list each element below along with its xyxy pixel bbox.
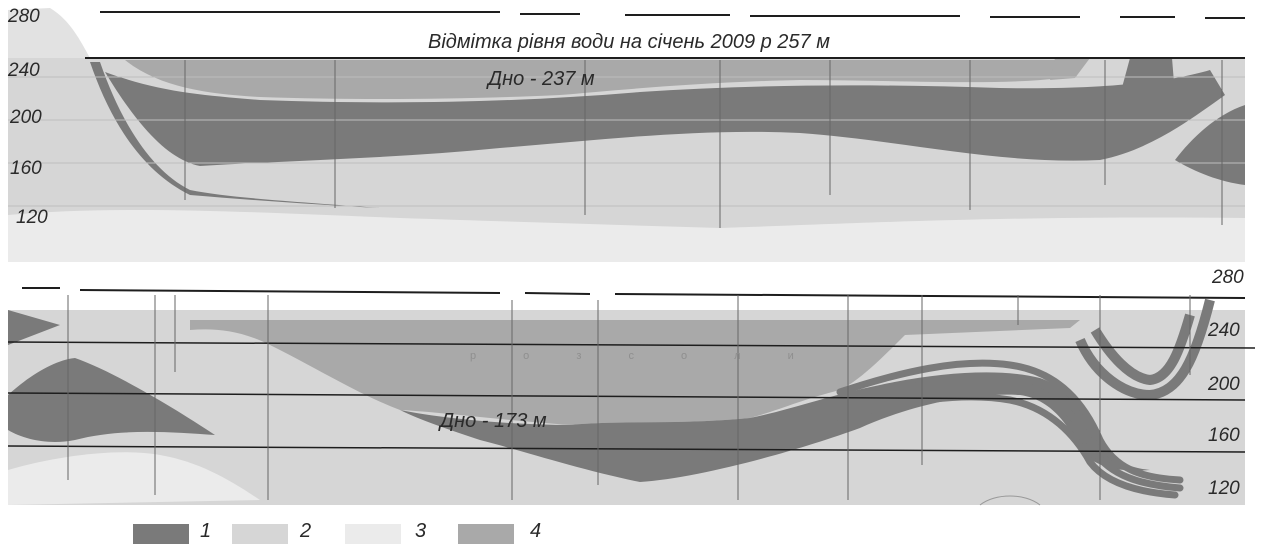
bottom-cross-section (7, 287, 1256, 506)
top-y-tick-280: 280 (8, 6, 40, 27)
top-y-tick-120: 120 (16, 207, 48, 228)
legend-label-4: 4 (530, 520, 542, 542)
legend-swatch-2 (232, 524, 288, 544)
bottom-y-tick-280: 280 (1212, 267, 1244, 288)
top-layer-1-left-slope (90, 62, 380, 208)
bottom-syncline (1075, 298, 1215, 401)
top-water-level-label: Відмітка рівня води на січень 2009 р 257… (428, 31, 830, 53)
legend-swatch-4 (458, 524, 514, 544)
bottom-layer-1-left-lens (8, 358, 215, 442)
bottom-boreholes (67, 295, 1191, 500)
bottom-y-tick-120: 120 (1208, 478, 1240, 499)
bottom-bottom-label: Дно - 173 м (440, 410, 547, 432)
top-bottom-label: Дно - 237 м (488, 68, 595, 90)
bottom-ground-line (22, 287, 1246, 299)
top-layer-3-bottom (8, 209, 1245, 262)
bottom-faint-text: р о з с о л и (470, 350, 816, 362)
top-right-notch (1050, 58, 1090, 80)
legend-swatch-1 (133, 524, 189, 544)
top-cross-section (8, 8, 1245, 262)
bottom-y-tick-160: 160 (1208, 425, 1240, 446)
top-left-hill (8, 8, 90, 58)
bottom-layer-1-left-cap (8, 310, 60, 345)
top-layer-1-right (1175, 105, 1245, 185)
bottom-folded-strata (836, 359, 1184, 499)
top-y-tick-200: 200 (10, 107, 42, 128)
bottom-y-tick-240: 240 (1208, 320, 1240, 341)
bottom-y-tick-200: 200 (1208, 374, 1240, 395)
bottom-reference-lines (7, 341, 1256, 453)
legend-swatch-3 (345, 524, 401, 544)
legend-label-3: 3 (415, 520, 427, 542)
top-gridlines (8, 76, 1245, 207)
bottom-layer-1-band (400, 372, 1150, 482)
bottom-layer-3-bottom (8, 452, 260, 505)
top-y-tick-240: 240 (8, 60, 40, 81)
bottom-small-dome (979, 495, 1041, 506)
top-y-tick-160: 160 (10, 158, 42, 179)
top-layer-1-band (105, 70, 1225, 166)
top-boreholes (184, 60, 1223, 228)
legend-label-1: 1 (200, 520, 212, 542)
legend-label-2: 2 (300, 520, 312, 542)
